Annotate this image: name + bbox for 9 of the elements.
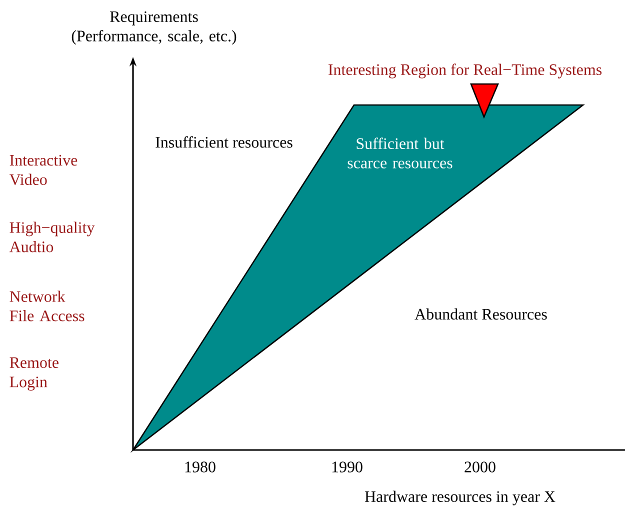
axis-title: Requirements (Performance, scale, etc.): [72, 11, 236, 45]
area-label: Insufficient resources: [156, 136, 292, 148]
region-label: Interesting Region for Real−Time Systems: [328, 64, 602, 78]
requirement-label: Network File Access: [10, 290, 84, 322]
requirement-label: Interactive Video: [9, 154, 78, 186]
requirement-label: Remote Login: [10, 357, 58, 391]
area-label: Abundant Resources: [414, 308, 547, 320]
axis-title: Hardware resources in year X: [364, 490, 556, 506]
requirement-label: High−quality Audtio: [9, 222, 95, 252]
